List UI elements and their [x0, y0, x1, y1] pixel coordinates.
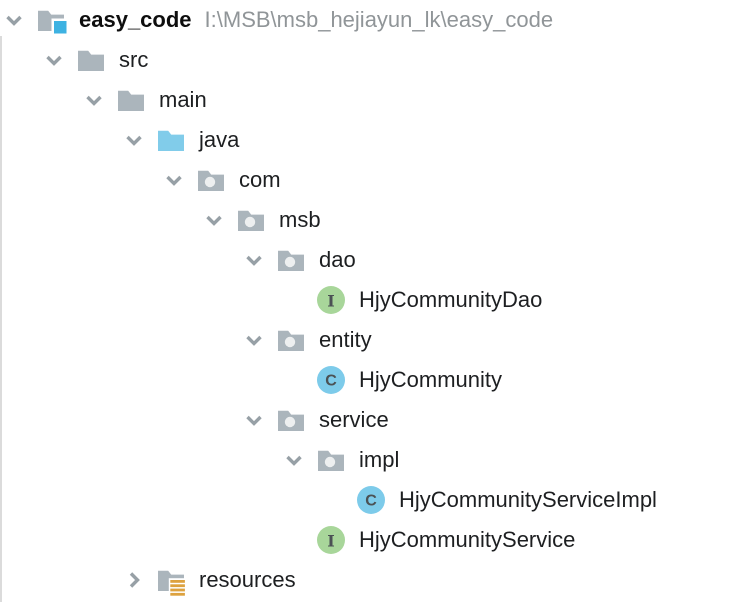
- node-label: src: [119, 47, 149, 72]
- source-folder-icon: [155, 124, 187, 156]
- chevron-spacer: [282, 280, 306, 320]
- chevron-down-icon[interactable]: [242, 240, 266, 280]
- node-label: dao: [319, 247, 356, 272]
- tree-row-src[interactable]: src: [0, 40, 745, 80]
- tree-row-HjyCommunity[interactable]: C HjyCommunity: [0, 360, 745, 400]
- tree-row-main[interactable]: main: [0, 80, 745, 120]
- package-icon: [195, 164, 227, 196]
- tree-row-HjyCommunityServiceImpl[interactable]: C HjyCommunityServiceImpl: [0, 480, 745, 520]
- chevron-down-icon[interactable]: [82, 80, 106, 120]
- resources-folder-icon: [155, 564, 187, 597]
- tree-row-HjyCommunityService[interactable]: I HjyCommunityService: [0, 520, 745, 560]
- package-icon: [275, 244, 307, 276]
- package-icon: [315, 444, 347, 476]
- interface-icon: I: [315, 284, 347, 316]
- tree-row-HjyCommunityDao[interactable]: I HjyCommunityDao: [0, 280, 745, 320]
- node-label: HjyCommunityService: [359, 527, 576, 552]
- tree-row-entity[interactable]: entity: [0, 320, 745, 360]
- node-path: I:\MSB\msb_hejiayun_lk\easy_code: [204, 7, 554, 32]
- tree-row-impl[interactable]: impl: [0, 440, 745, 480]
- node-label: main: [159, 87, 207, 112]
- chevron-spacer: [282, 520, 306, 560]
- node-label: service: [319, 407, 389, 432]
- node-label: msb: [279, 207, 321, 232]
- svg-text:I: I: [327, 291, 334, 310]
- tree-row-msb[interactable]: msb: [0, 200, 745, 240]
- package-icon: [275, 324, 307, 356]
- node-label: HjyCommunityDao: [359, 287, 543, 312]
- package-icon: [275, 404, 307, 436]
- class-icon: C: [355, 484, 387, 516]
- chevron-down-icon[interactable]: [242, 320, 266, 360]
- chevron-down-icon[interactable]: [282, 440, 306, 480]
- chevron-down-icon[interactable]: [42, 40, 66, 80]
- svg-text:I: I: [327, 531, 334, 550]
- node-label: resources: [199, 567, 296, 592]
- class-icon: C: [315, 364, 347, 396]
- package-icon: [235, 204, 267, 236]
- chevron-down-icon[interactable]: [162, 160, 186, 200]
- tree-row-dao[interactable]: dao: [0, 240, 745, 280]
- folder-icon: [115, 84, 147, 116]
- chevron-down-icon[interactable]: [122, 120, 146, 160]
- project-folder-icon: [35, 4, 67, 36]
- node-label: java: [199, 127, 240, 152]
- tree-row-service[interactable]: service: [0, 400, 745, 440]
- chevron-spacer: [322, 480, 346, 520]
- tree-row-java[interactable]: java: [0, 120, 745, 160]
- interface-icon: I: [315, 524, 347, 556]
- node-label: com: [239, 167, 281, 192]
- node-label: impl: [359, 447, 400, 472]
- chevron-down-icon[interactable]: [2, 0, 26, 40]
- panel-left-border: [0, 36, 2, 602]
- chevron-spacer: [282, 360, 306, 400]
- tree-row-easy_code[interactable]: easy_code I:\MSB\msb_hejiayun_lk\easy_co…: [0, 0, 745, 40]
- chevron-down-icon[interactable]: [242, 400, 266, 440]
- node-label: HjyCommunityServiceImpl: [399, 487, 657, 512]
- svg-text:C: C: [325, 372, 337, 389]
- node-label: entity: [319, 327, 372, 352]
- node-label: easy_code: [79, 7, 192, 32]
- chevron-right-icon[interactable]: [122, 560, 146, 600]
- svg-text:C: C: [365, 492, 377, 509]
- chevron-down-icon[interactable]: [202, 200, 226, 240]
- folder-icon: [75, 44, 107, 76]
- node-label: HjyCommunity: [359, 367, 503, 392]
- tree-row-com[interactable]: com: [0, 160, 745, 200]
- tree-row-resources[interactable]: resources: [0, 560, 745, 600]
